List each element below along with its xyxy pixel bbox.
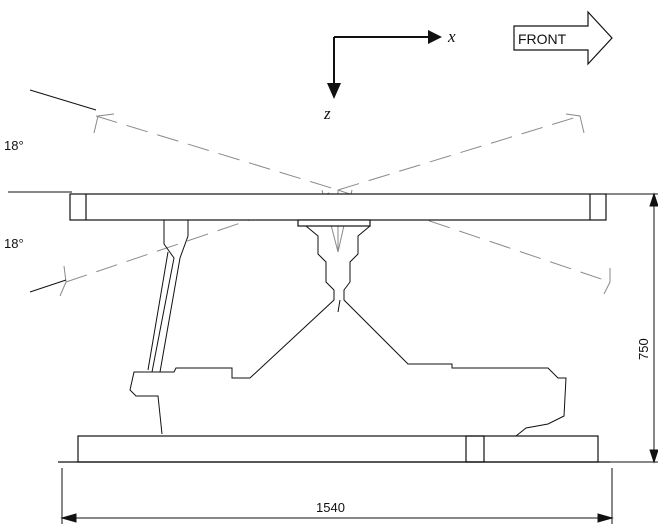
width-dimension: [60, 468, 614, 524]
left-leg-outer: [151, 220, 175, 373]
angle-label-upper: 18°: [4, 138, 24, 153]
fov-bracket-lower-left: [59, 265, 67, 297]
left-leg-edge: [147, 251, 169, 371]
central-column-center: [337, 299, 341, 313]
angle-guide-lower: [29, 279, 67, 293]
height-arrow-top: [649, 192, 658, 207]
coordinate-axes: x z: [323, 27, 456, 123]
height-arrow-bottom: [649, 449, 658, 464]
front-arrow-icon: [513, 10, 613, 66]
bottom-plate: [58, 435, 610, 463]
width-arrow-right: [597, 513, 614, 523]
central-arm-right: [343, 225, 567, 437]
fov-bracket-upper-left: [93, 113, 115, 134]
central-arm-assembly: [129, 225, 567, 437]
fov-line-upper-left: [95, 115, 339, 191]
top-plate: [69, 193, 607, 227]
z-axis-label: z: [323, 104, 331, 123]
z-axis-arrowhead: [327, 83, 341, 99]
height-dimension-label: 750: [636, 338, 651, 360]
fov-line-upper-right: [337, 115, 581, 191]
bottom-plate-body: [77, 435, 599, 463]
width-dimension-label: 1540: [316, 500, 345, 515]
angle-guide-upper: [29, 89, 97, 111]
sensor-mount-flange: [297, 219, 371, 227]
angle-guides: [8, 89, 97, 293]
central-arm-left: [129, 225, 335, 435]
fov-bracket-upper-right: [565, 113, 585, 134]
height-dimension: [606, 192, 658, 464]
front-direction-badge: FRONT: [513, 10, 613, 66]
width-arrow-left: [60, 513, 77, 523]
front-label: FRONT: [518, 31, 567, 47]
fov-bracket-lower-right: [603, 268, 611, 295]
x-axis-arrowhead: [428, 30, 442, 44]
angle-label-lower: 18°: [4, 236, 24, 251]
x-axis-label: x: [447, 27, 456, 46]
left-leg: [147, 220, 189, 373]
left-leg-inner: [159, 220, 189, 373]
top-plate-body: [69, 193, 607, 221]
